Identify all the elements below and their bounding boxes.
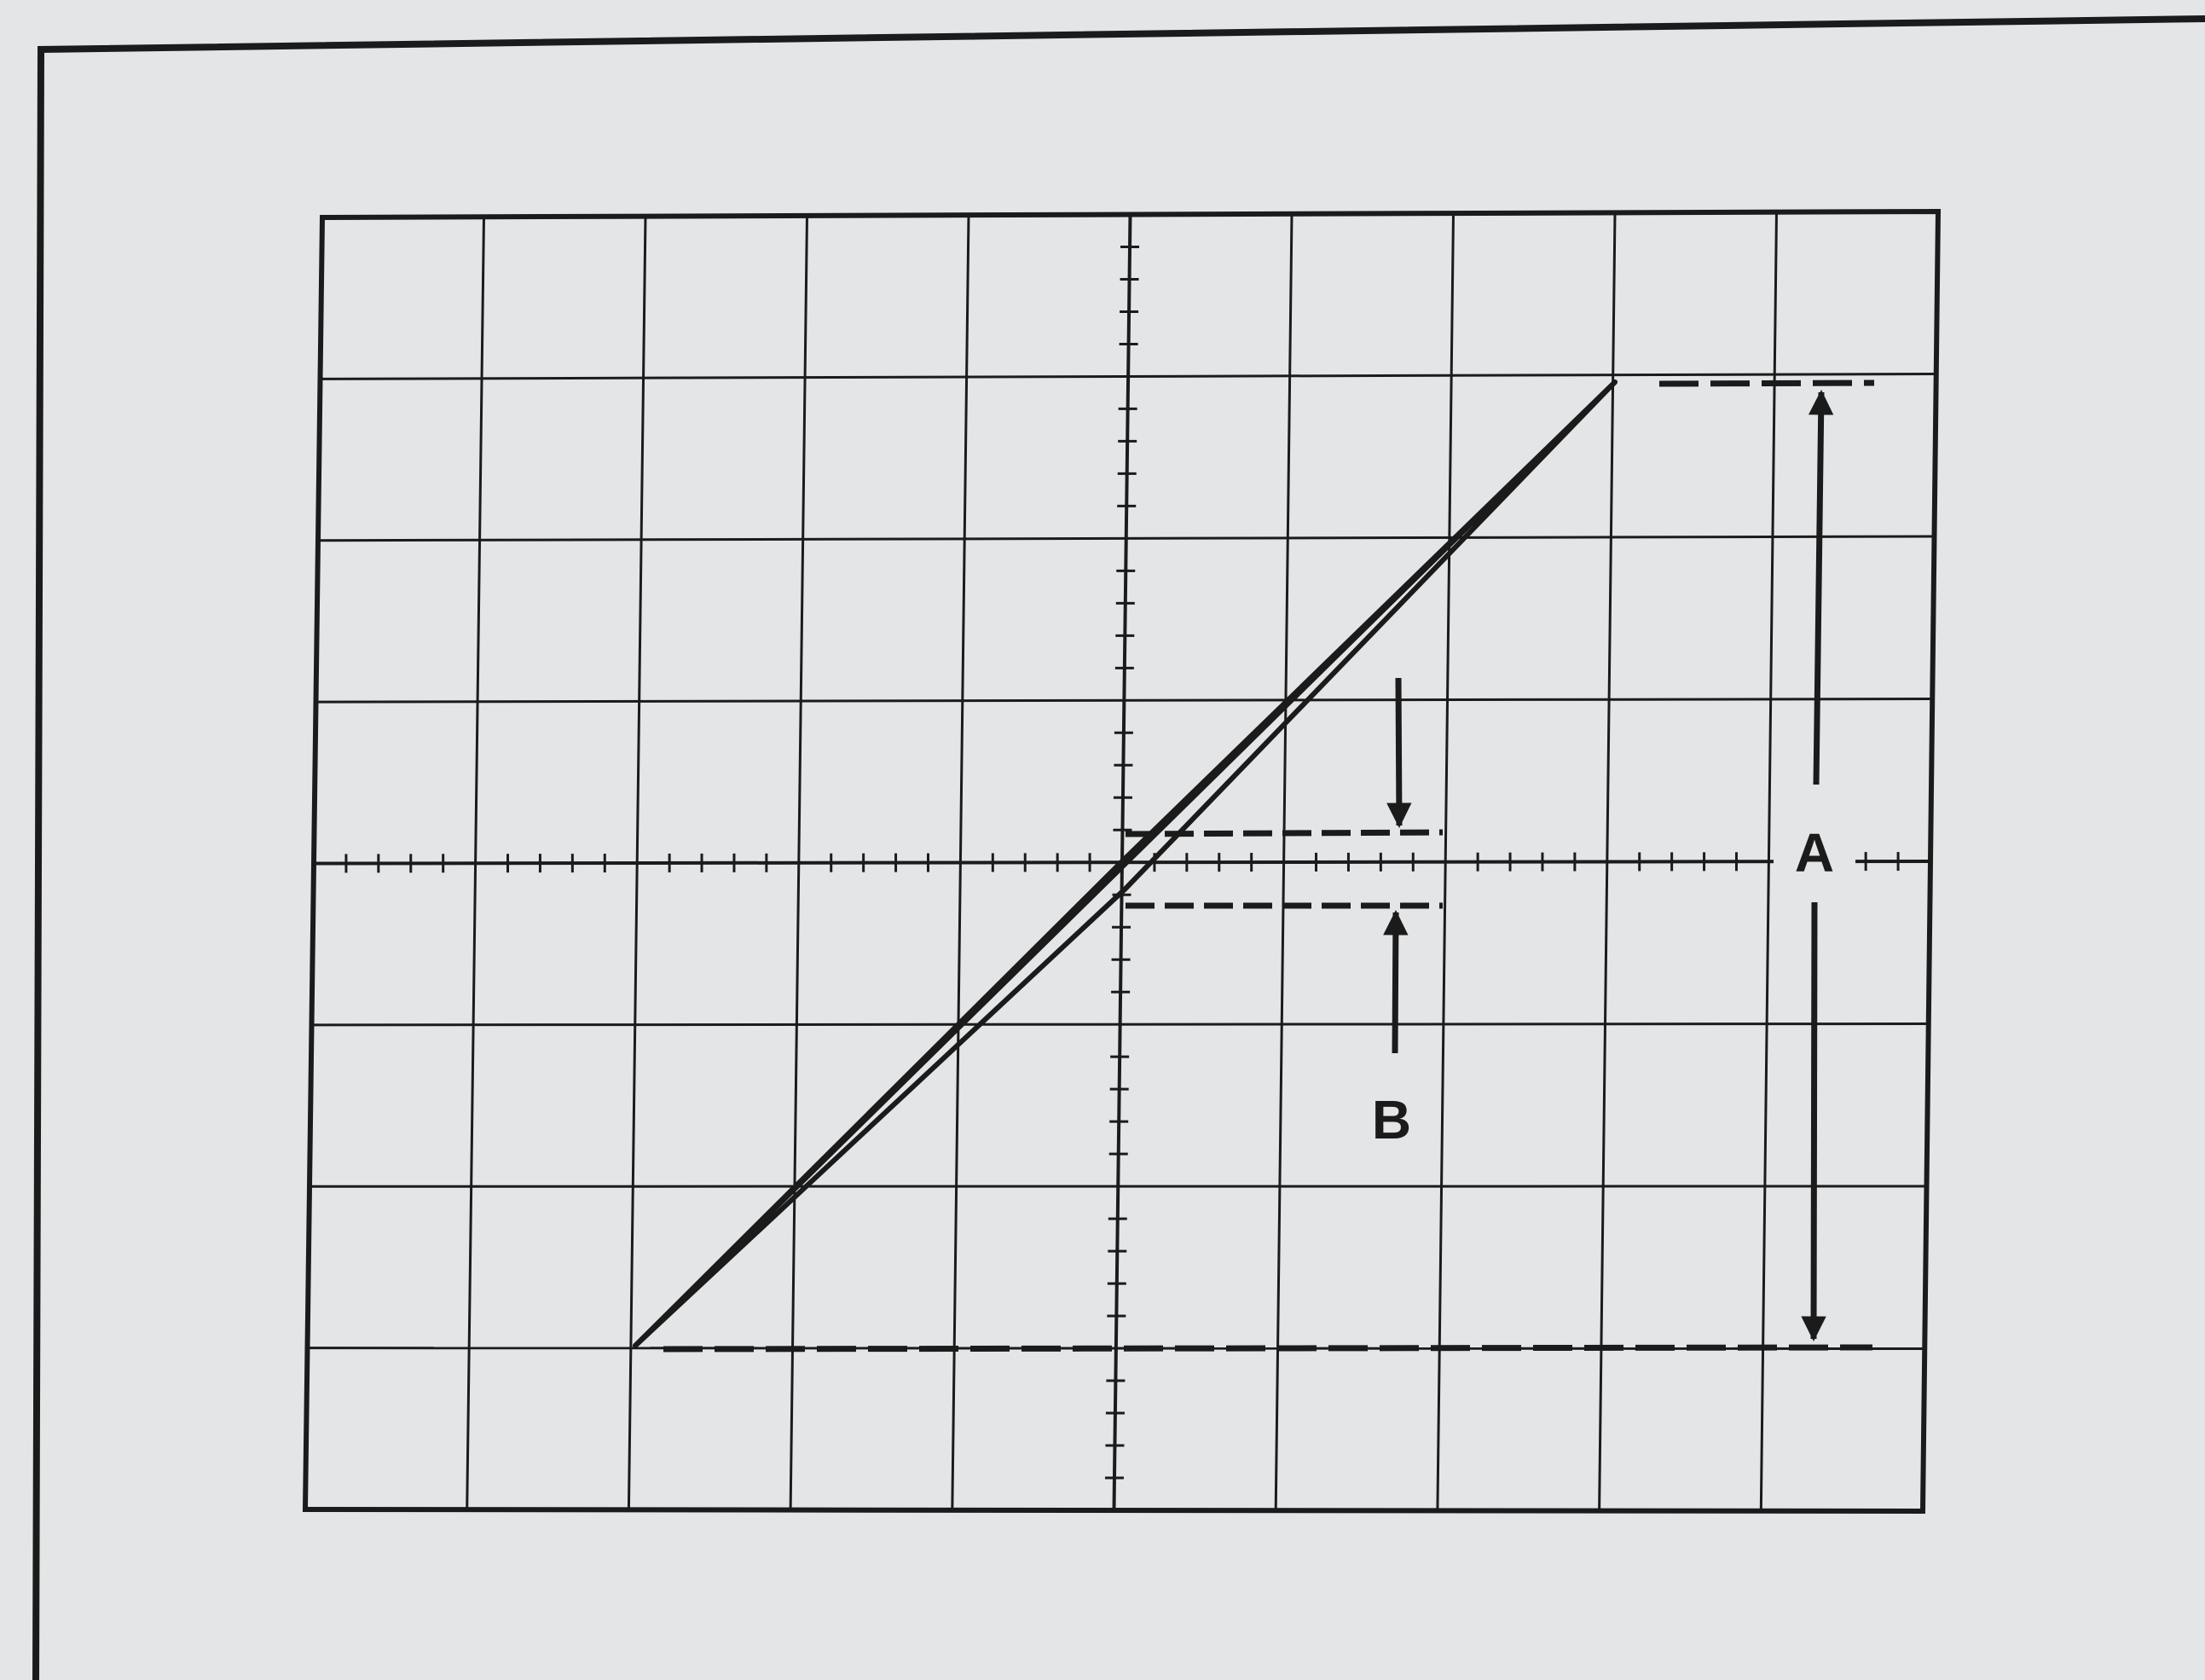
b-arrow-up bbox=[1383, 910, 1409, 1054]
graticule-horizontal-line bbox=[317, 535, 1935, 542]
label-a: A bbox=[1795, 822, 1834, 883]
b-upper-dashed-line bbox=[1125, 829, 1444, 837]
lissajous-trace-inner bbox=[633, 379, 1618, 1348]
graticule bbox=[307, 211, 1936, 1511]
label-b: B bbox=[1372, 1089, 1411, 1150]
a-lower-dashed-line bbox=[663, 1344, 1873, 1353]
graticule-horizontal-line bbox=[320, 373, 1936, 380]
b-arrow-down bbox=[1386, 677, 1412, 828]
a-upper-dashed-line bbox=[1658, 379, 1875, 387]
outer-frame bbox=[32, 15, 2205, 1680]
graticule-horizontal-line bbox=[311, 1022, 1929, 1027]
a-label-backdrop bbox=[1774, 823, 1855, 888]
graticule-horizontal-line bbox=[315, 698, 1933, 704]
a-arrow-up bbox=[1808, 390, 1834, 785]
graticule-horizontal-line bbox=[307, 1347, 1925, 1350]
